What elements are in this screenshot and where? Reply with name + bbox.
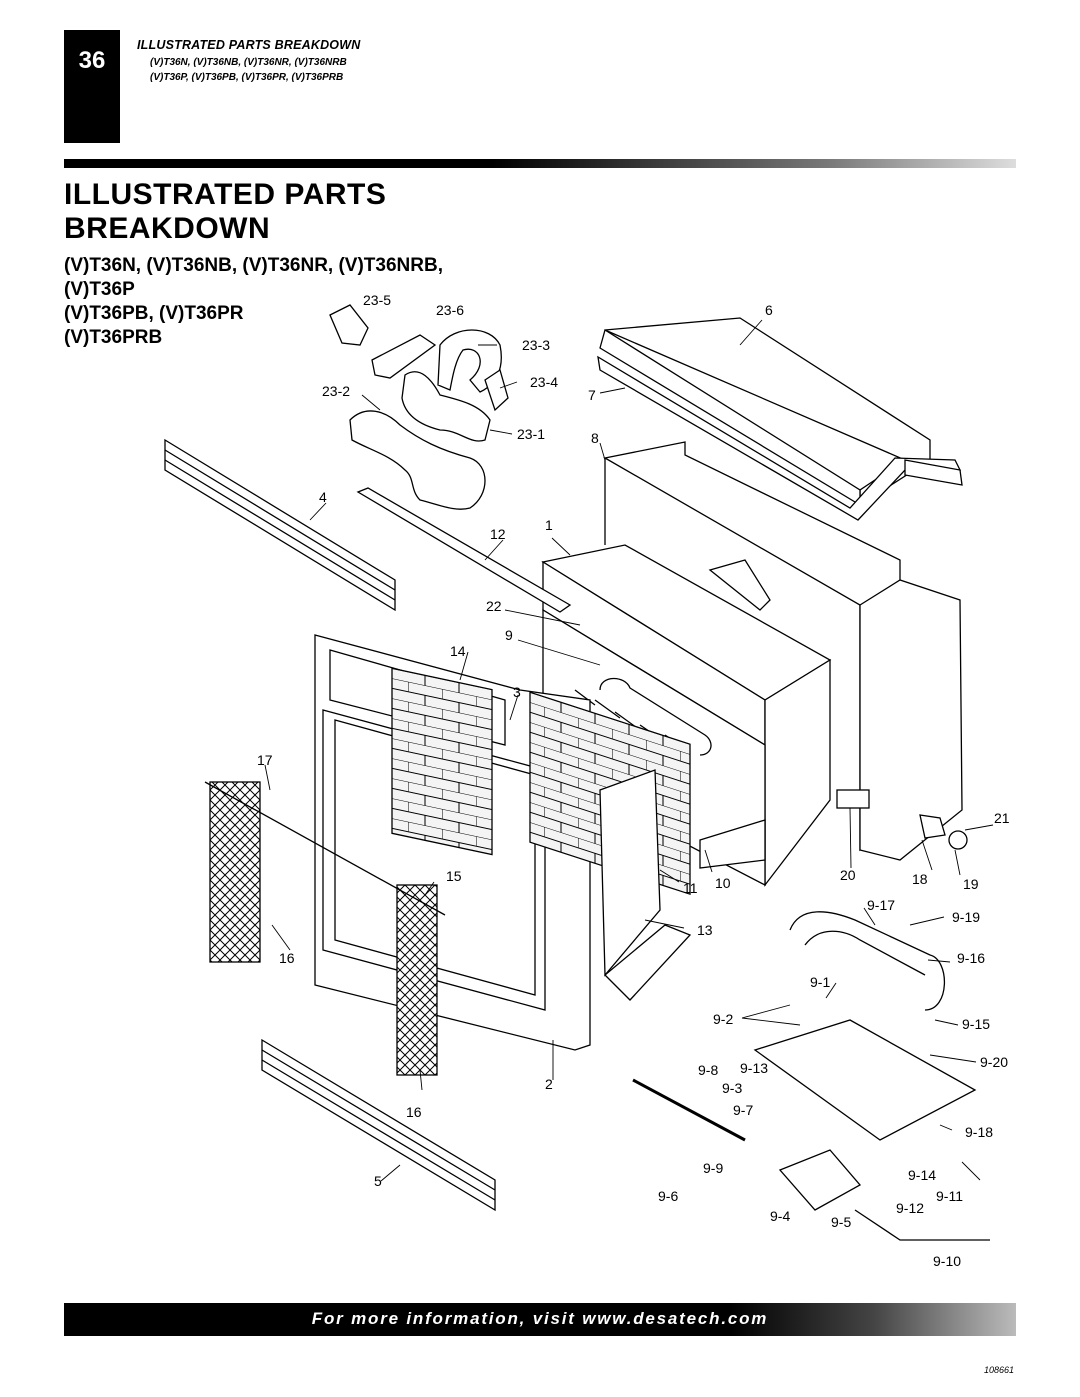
callout-2: 2: [545, 1076, 553, 1092]
model-line: (V)T36PB, (V)T36PR: [64, 303, 244, 324]
header-models-line-1: (V)T36N, (V)T36NB, (V)T36NR, (V)T36NRB: [150, 57, 347, 68]
page-title: ILLUSTRATED PARTS BREAKDOWN: [64, 178, 484, 246]
burner-tube: [574, 677, 712, 756]
side-panel: [599, 769, 661, 977]
callout-labels: 23-5 23-6 23-3 23-4 23-2 23-1 6 7 8 4 12…: [257, 292, 1010, 1269]
callout-5: 5: [374, 1173, 382, 1189]
page-number-box: 36: [64, 30, 120, 143]
callout-9-10: 9-10: [933, 1253, 961, 1269]
outer-casing: [603, 441, 963, 861]
callout-9-7: 9-7: [733, 1102, 753, 1118]
callout-9-5: 9-5: [831, 1214, 851, 1230]
burner-assembly: [632, 911, 990, 1241]
front-frame: [314, 634, 591, 1051]
top-panel: [597, 317, 963, 521]
page-number: 36: [78, 47, 106, 74]
callout-9-13: 9-13: [740, 1060, 768, 1076]
header-section-title: ILLUSTRATED PARTS BREAKDOWN: [137, 38, 361, 52]
callout-9-15: 9-15: [962, 1016, 990, 1032]
model-list: (V)T36N, (V)T36NB, (V)T36NR, (V)T36NRB, …: [64, 254, 443, 350]
callout-9-4: 9-4: [770, 1208, 790, 1224]
callout-13: 13: [697, 922, 713, 938]
mesh-screen-right: [396, 884, 438, 1076]
callout-9-6: 9-6: [658, 1188, 678, 1204]
callout-19: 19: [963, 876, 979, 892]
screen-rod: [204, 781, 446, 916]
callout-15: 15: [446, 868, 462, 884]
callout-16-upper: 16: [279, 950, 295, 966]
document-number: 108661: [984, 1365, 1015, 1375]
page-title-line-1: ILLUSTRATED PARTS: [64, 178, 387, 211]
callout-11: 11: [683, 880, 698, 896]
callout-6: 6: [765, 302, 773, 318]
mesh-screen-left: [209, 781, 261, 963]
callout-9-16: 9-16: [957, 950, 985, 966]
model-line: (V)T36P: [64, 279, 135, 300]
callout-9-1: 9-1: [810, 974, 830, 990]
footer-info-link[interactable]: For more information, visit www.desatech…: [311, 1309, 769, 1328]
callout-9: 9: [505, 627, 513, 643]
callout-12: 12: [490, 526, 506, 542]
callout-9-2: 9-2: [713, 1011, 733, 1027]
header-rule: [64, 159, 1016, 168]
callout-9-9: 9-9: [703, 1160, 723, 1176]
callout-1: 1: [545, 517, 553, 533]
trim-strip-bottom: [261, 1038, 496, 1212]
log-set: [329, 304, 509, 510]
brick-liner-rear: [391, 667, 493, 856]
callout-9-17: 9-17: [867, 897, 895, 913]
callout-22: 22: [486, 598, 502, 614]
callout-7: 7: [588, 387, 596, 403]
footer-bar: For more information, visit www.desatech…: [64, 1303, 1016, 1336]
callout-23-1: 23-1: [517, 426, 545, 442]
leader-lines: [264, 319, 994, 1182]
junction-box: [836, 789, 968, 850]
callout-9-12: 9-12: [896, 1200, 924, 1216]
callout-20: 20: [840, 867, 856, 883]
callout-4: 4: [319, 489, 327, 505]
callout-17: 17: [257, 752, 273, 768]
callout-23-2: 23-2: [322, 383, 350, 399]
header-models-line-2: (V)T36P, (V)T36PB, (V)T36PR, (V)T36PRB: [150, 72, 344, 83]
callout-9-11: 9-11: [936, 1188, 963, 1204]
baffle: [356, 487, 572, 613]
callout-23-6: 23-6: [436, 302, 464, 318]
callout-9-18: 9-18: [965, 1124, 993, 1140]
callout-9-19: 9-19: [952, 909, 980, 925]
callout-18: 18: [912, 871, 928, 887]
callout-9-14: 9-14: [908, 1167, 936, 1183]
callout-9-3: 9-3: [722, 1080, 742, 1096]
trim-strip-top: [164, 438, 396, 612]
model-line: (V)T36PRB: [64, 327, 163, 348]
callout-9-8: 9-8: [698, 1062, 718, 1078]
callout-23-4: 23-4: [530, 374, 558, 390]
callout-23-5: 23-5: [363, 292, 391, 308]
callout-3: 3: [513, 684, 521, 700]
callout-8: 8: [591, 430, 599, 446]
callout-21: 21: [994, 810, 1010, 826]
callout-16-lower: 16: [406, 1104, 422, 1120]
callout-10: 10: [715, 875, 731, 891]
callout-14: 14: [450, 643, 466, 659]
model-line: (V)T36N, (V)T36NB, (V)T36NR, (V)T36NRB,: [64, 255, 443, 276]
callout-23-3: 23-3: [522, 337, 550, 353]
callout-9-20: 9-20: [980, 1054, 1008, 1070]
page-title-line-2: BREAKDOWN: [64, 212, 271, 245]
bottom-panel: [604, 924, 692, 1001]
